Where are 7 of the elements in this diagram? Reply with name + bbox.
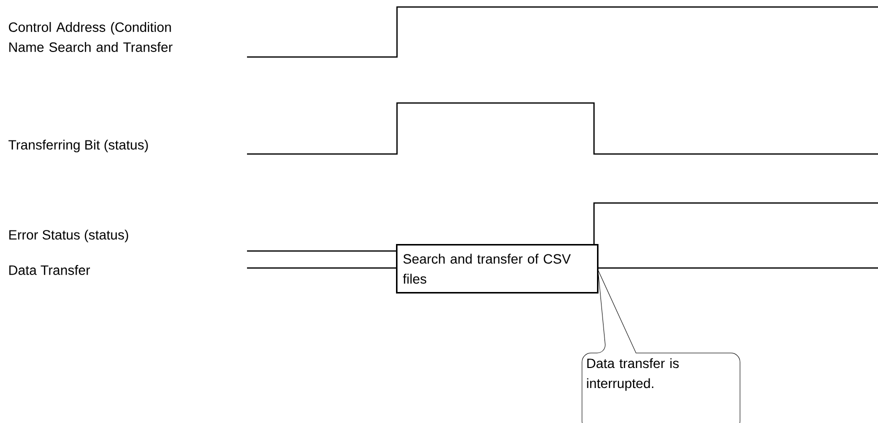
signal-label: Control Address (Condition Name Search and Transfer [8,22,173,52]
signal-label: Error Status (status) [9,230,128,242]
signal-label: Data Transfer [9,265,90,275]
node-label: Data transfer is interrupted. [587,358,679,391]
signal-label: Transferring Bit (status) [8,140,148,152]
callout-bubble: Data transfer is interrupted. [582,270,740,423]
process-box: Search and transfer of CSV files [396,244,598,294]
